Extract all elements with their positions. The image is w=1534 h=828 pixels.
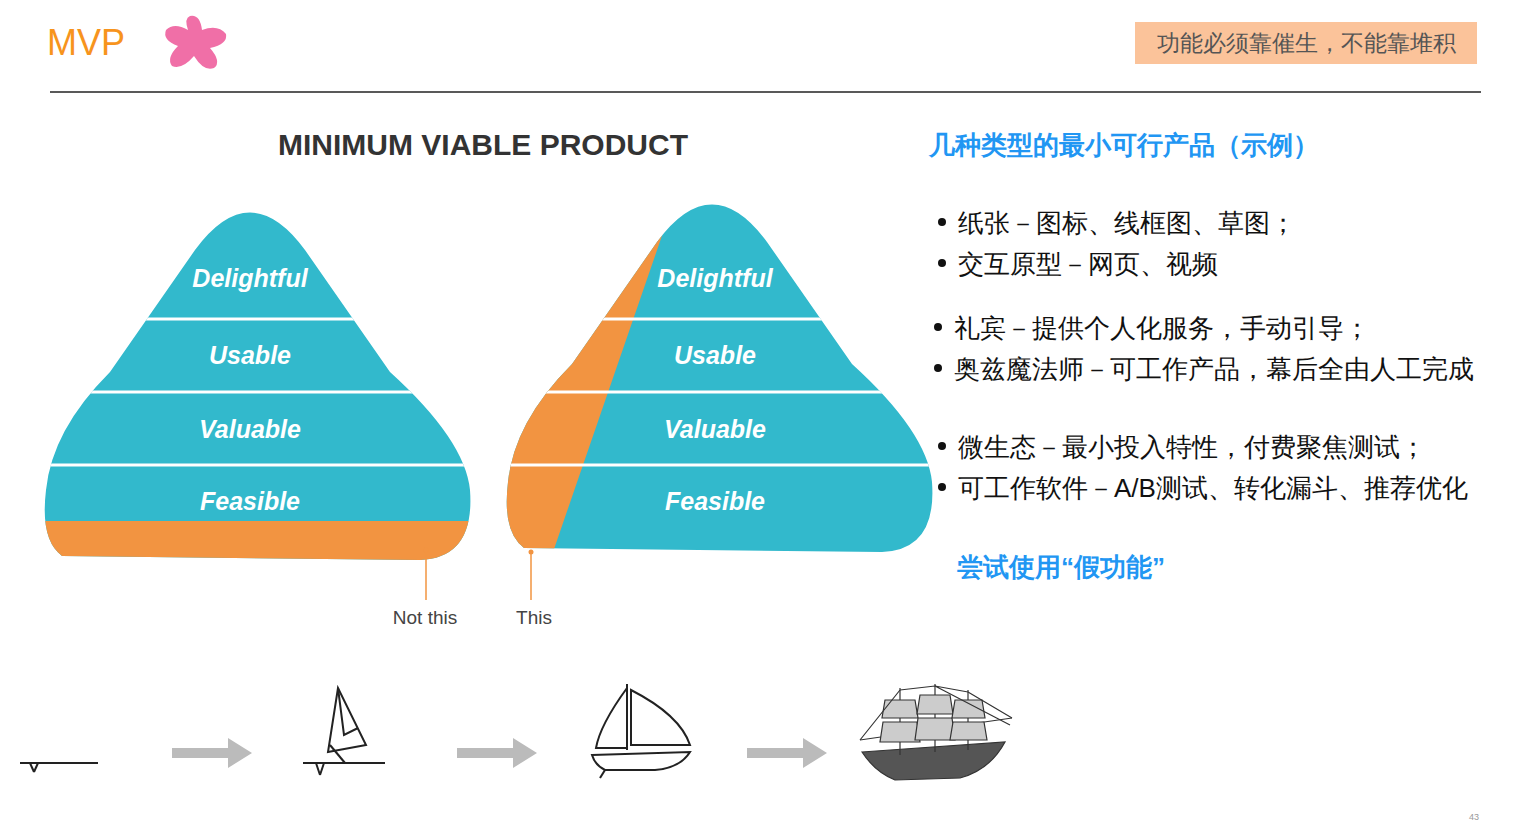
bullet-dot <box>938 442 946 450</box>
list-item: 可工作软件－A/B测试、转化漏斗、推荐优化 <box>958 471 1468 506</box>
pyramid-band: Delightful <box>615 258 815 298</box>
star-icon <box>165 16 226 69</box>
pyramid-right <box>490 160 950 570</box>
band-label: Usable <box>209 341 291 370</box>
pyramid-band: Usable <box>615 335 815 375</box>
page-number: 43 <box>1469 812 1479 822</box>
pyramid-band: Valuable <box>150 409 350 449</box>
bullet-dot <box>934 364 942 372</box>
windsurf <box>303 688 385 775</box>
pyramid-band: Usable <box>150 335 350 375</box>
progress-arrow <box>172 738 827 768</box>
note-text: 功能必须靠催生，不能靠堆积 <box>1157 28 1456 59</box>
tall-ship <box>860 684 1012 780</box>
band-label: Valuable <box>199 415 301 444</box>
list-item: 纸张－图标、线框图、草图； <box>958 206 1296 241</box>
band-label: Feasible <box>200 487 300 516</box>
bullet-dot <box>938 483 946 491</box>
pyramid-band: Delightful <box>150 258 350 298</box>
note-box: 功能必须靠催生，不能靠堆积 <box>1135 22 1477 64</box>
list-item: 礼宾－提供个人化服务，手动引导； <box>954 311 1370 346</box>
list-item: 微生态－最小投入特性，付费聚焦测试； <box>958 430 1426 465</box>
sailboat <box>592 684 690 778</box>
pyramid-left <box>30 170 490 581</box>
bullet-dot <box>938 259 946 267</box>
hint-text: 尝试使用“假功能” <box>957 550 1165 585</box>
pyramid-band: Feasible <box>150 481 350 521</box>
band-label: Delightful <box>657 264 772 293</box>
pointer-label: Not this <box>393 607 457 629</box>
diagram-heading: MINIMUM VIABLE PRODUCT <box>278 128 688 162</box>
list-item: 交互原型－网页、视频 <box>958 247 1218 282</box>
band-label: Usable <box>674 341 756 370</box>
band-label: Feasible <box>665 487 765 516</box>
leader-line <box>530 552 532 600</box>
bullet-dot <box>938 218 946 226</box>
band-label: Valuable <box>664 415 766 444</box>
list-heading: 几种类型的最小可行产品（示例） <box>929 128 1319 163</box>
list-item: 奥兹魔法师－可工作产品，幕后全由人工完成 <box>954 352 1474 387</box>
pyramid-band: Feasible <box>615 481 815 521</box>
pointer-label: This <box>516 607 552 629</box>
slide-title: MVP <box>47 22 125 64</box>
band-label: Delightful <box>192 264 307 293</box>
header-rule <box>50 91 1481 93</box>
skateboard <box>20 763 98 772</box>
leader-line <box>425 550 427 600</box>
pyramid-band: Valuable <box>615 409 815 449</box>
bullet-dot <box>934 323 942 331</box>
